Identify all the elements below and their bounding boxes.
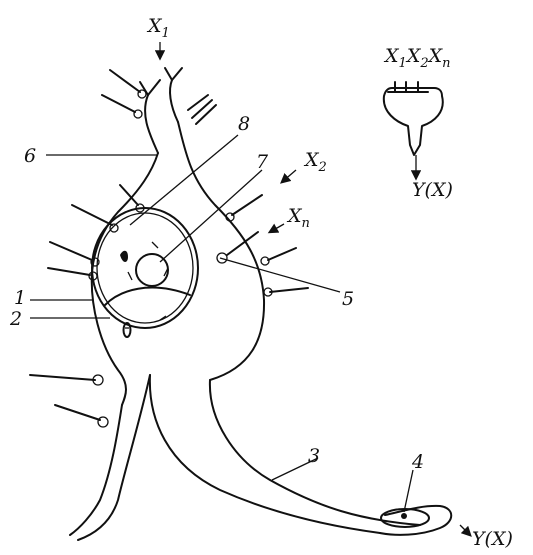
input-x2: X2 [303, 149, 327, 175]
synapse-knobs [30, 70, 308, 427]
model-output-label: Y(X) [412, 179, 453, 201]
label-6: 6 [24, 145, 36, 167]
input-xn-base: X [286, 205, 303, 227]
model-x2-sub: 2 [419, 56, 428, 71]
input-xn: Xn [286, 205, 310, 231]
leader-lines [30, 135, 413, 512]
axon-output-label: Y(X) [472, 528, 513, 550]
input-x1-base: X [146, 15, 163, 37]
x2-arrow [282, 170, 296, 182]
neuron-body [70, 68, 451, 540]
model-xn-base: X [427, 45, 444, 67]
label-8: 8 [238, 113, 250, 135]
input-x2-base: X [303, 149, 320, 171]
xn-arrow [270, 224, 284, 232]
input-x2-sub: 2 [318, 160, 327, 175]
model-x1-sub: 1 [399, 56, 407, 71]
label-4: 4 [411, 451, 424, 473]
input-xn-sub: n [302, 216, 310, 231]
model-x1-base: X [383, 45, 400, 67]
label-2: 2 [9, 308, 22, 330]
label-5: 5 [342, 288, 354, 310]
model-inputs-label: X1X2Xn [383, 45, 451, 71]
input-x1: X1 [146, 15, 170, 41]
label-7: 7 [256, 151, 269, 173]
label-3: 3 [308, 445, 320, 467]
label-1: 1 [14, 287, 26, 309]
model-xn-sub: n [442, 56, 450, 71]
input-x1-sub: 1 [162, 26, 170, 41]
model-neuron: X1X2Xn Y(X) [383, 45, 453, 201]
model-x2-base: X [405, 45, 422, 67]
output-arrow [460, 525, 470, 535]
